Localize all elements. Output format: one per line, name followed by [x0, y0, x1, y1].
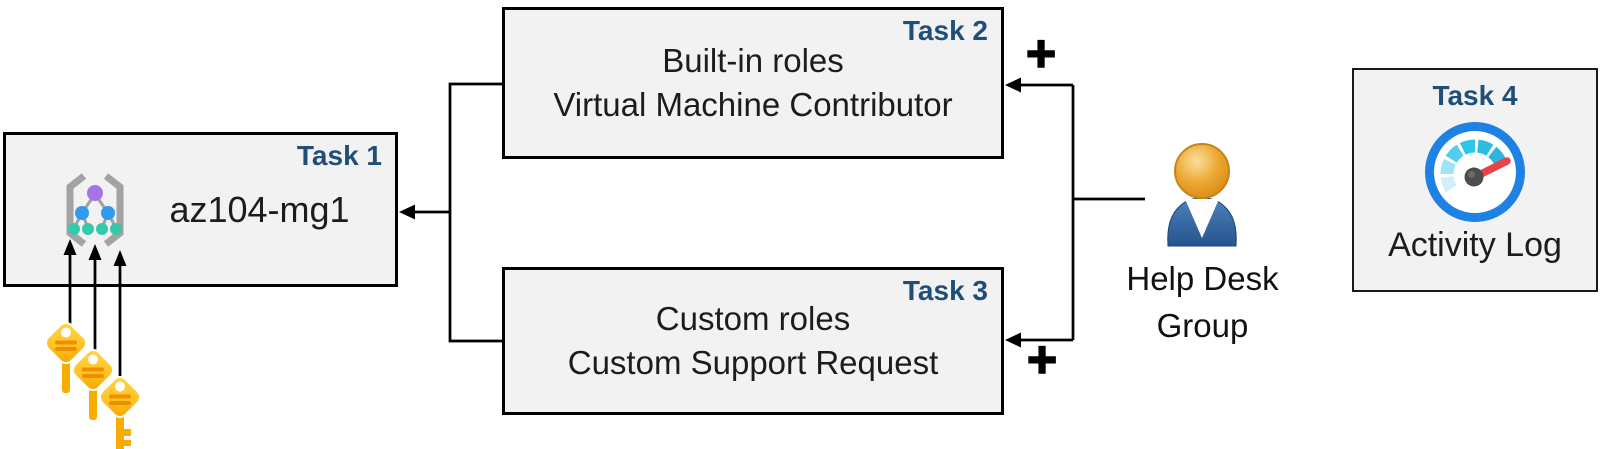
key-3: [98, 375, 142, 449]
task2-box: Task 2 Built-in roles Virtual Machine Co…: [502, 7, 1004, 159]
task4-label: Task 4: [1432, 80, 1518, 111]
bracket-connector-left: [448, 82, 502, 343]
task3-line1: Custom roles: [655, 300, 851, 338]
task3-label: Task 3: [902, 275, 988, 306]
task3-line2: Custom Support Request: [567, 344, 939, 381]
task2-label: Task 2: [902, 15, 988, 46]
person-icon: [1167, 143, 1237, 247]
task1-box: Task 1 az104-mg1: [3, 132, 398, 287]
task3-box: Task 3 Custom roles Custom Support Reque…: [502, 267, 1004, 415]
task2-line1: Built-in roles: [662, 42, 844, 80]
actor-name: Help Desk Group: [1126, 260, 1279, 344]
task1-title: az104-mg1: [169, 188, 350, 230]
access-keys-icon: [41, 318, 142, 449]
plus-sign-task2: +: [1025, 25, 1057, 83]
task4-box: Task 4 Activity Log: [1352, 68, 1598, 292]
arrowhead-task1: [399, 204, 415, 220]
activity-log-gauge-icon: [1425, 122, 1525, 222]
management-group-icon: [66, 173, 124, 247]
plus-sign-task3: +: [1026, 331, 1058, 389]
task1-label: Task 1: [296, 140, 382, 171]
task4-caption: Activity Log: [1388, 226, 1562, 264]
task2-line2: Virtual Machine Contributor: [553, 86, 953, 123]
